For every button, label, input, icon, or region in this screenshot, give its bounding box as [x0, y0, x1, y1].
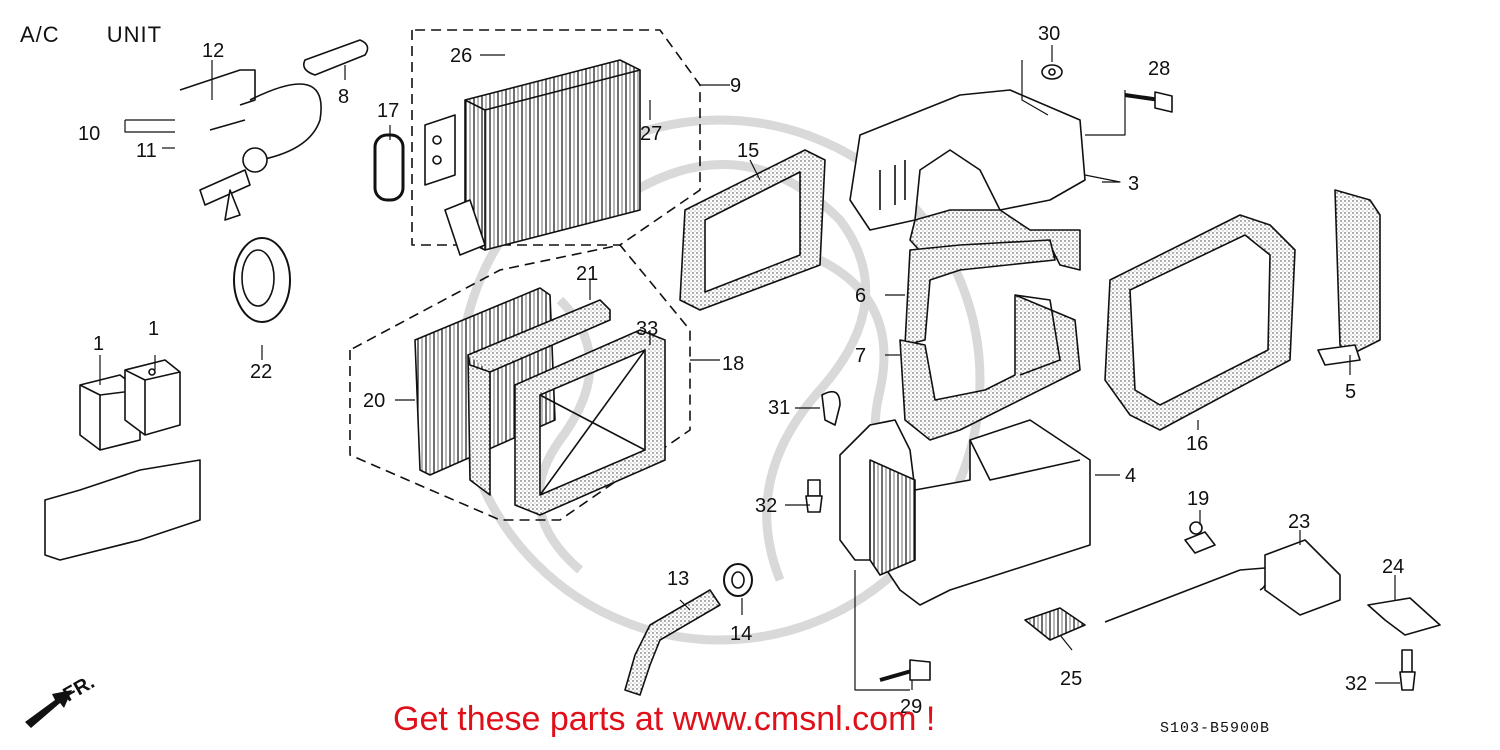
callout-p13: 13	[667, 568, 689, 590]
seal-frame-15	[679, 149, 826, 311]
callout-p1a: 1	[93, 333, 104, 355]
callout-p33: 33	[636, 318, 658, 340]
case-seal-7	[899, 294, 1081, 441]
filter-frame-33	[514, 329, 666, 516]
callout-p28: 28	[1148, 58, 1170, 80]
callout-p32b: 32	[1345, 673, 1367, 695]
relay-right	[124, 359, 181, 436]
grommet-14	[723, 563, 753, 597]
tube-8	[302, 39, 369, 76]
callout-p26: 26	[450, 45, 472, 67]
callout-numbers: 1 1 3 4 5 6 7 8 9 10 11 12 13 14 15 16 1…	[78, 23, 1404, 718]
callout-p31: 31	[768, 397, 790, 419]
connector-25	[1024, 607, 1086, 641]
grommet-22	[233, 237, 291, 323]
evaporator-bracket	[411, 29, 701, 246]
callout-p12: 12	[202, 40, 224, 62]
cmsnl-link[interactable]: Get these parts at www.cmsnl.com !	[393, 700, 936, 738]
callout-p9: 9	[730, 75, 741, 97]
lower-case	[839, 419, 1091, 606]
front-direction-arrow-icon	[25, 690, 72, 728]
callout-p29: 29	[900, 696, 922, 718]
callout-p22: 22	[250, 361, 272, 383]
callout-p16: 16	[1186, 433, 1208, 455]
bolt-28	[1124, 91, 1173, 113]
page-title: A/C UNIT	[20, 22, 163, 47]
callout-p27: 27	[640, 123, 662, 145]
filter-bracket	[349, 244, 691, 521]
callout-p7: 7	[855, 345, 866, 367]
callout-p11: 11	[136, 140, 157, 162]
expansion-valve	[179, 69, 322, 221]
callout-p5: 5	[1345, 381, 1356, 403]
callout-p32a: 32	[755, 495, 777, 517]
drain-hose	[624, 589, 721, 696]
callout-p15: 15	[737, 140, 759, 162]
callout-p23: 23	[1288, 511, 1310, 533]
side-cover	[1317, 189, 1381, 366]
nut-30	[1041, 64, 1063, 80]
diagram-code: S103-B5900B	[1160, 720, 1271, 737]
thermistor	[1104, 539, 1341, 623]
bracket-24	[1367, 597, 1441, 636]
seal-21	[467, 299, 611, 496]
evaporator	[424, 59, 641, 256]
grommet-19	[1184, 521, 1216, 554]
callout-p25: 25	[1060, 668, 1082, 690]
callout-p1b: 1	[148, 318, 159, 340]
callout-p18: 18	[722, 353, 744, 375]
screw-32-upper	[805, 479, 823, 513]
callout-p19: 19	[1187, 488, 1209, 510]
callout-p21: 21	[576, 263, 598, 285]
relay-bracket	[44, 459, 201, 561]
callout-p10: 10	[78, 123, 100, 145]
clip-31	[821, 390, 841, 426]
screw-32-lower	[1399, 649, 1416, 691]
callout-p30: 30	[1038, 23, 1060, 45]
callout-p3: 3	[1128, 173, 1139, 195]
seal-17	[373, 133, 405, 202]
callout-p24: 24	[1382, 556, 1404, 578]
callout-p6: 6	[855, 285, 866, 307]
callout-p14: 14	[730, 623, 752, 645]
seal-frame-16	[1104, 214, 1296, 431]
callout-p20: 20	[363, 390, 385, 412]
callout-p17: 17	[377, 100, 399, 122]
callout-p8: 8	[338, 86, 349, 108]
bolt-29	[879, 659, 931, 682]
callout-p4: 4	[1125, 465, 1136, 487]
